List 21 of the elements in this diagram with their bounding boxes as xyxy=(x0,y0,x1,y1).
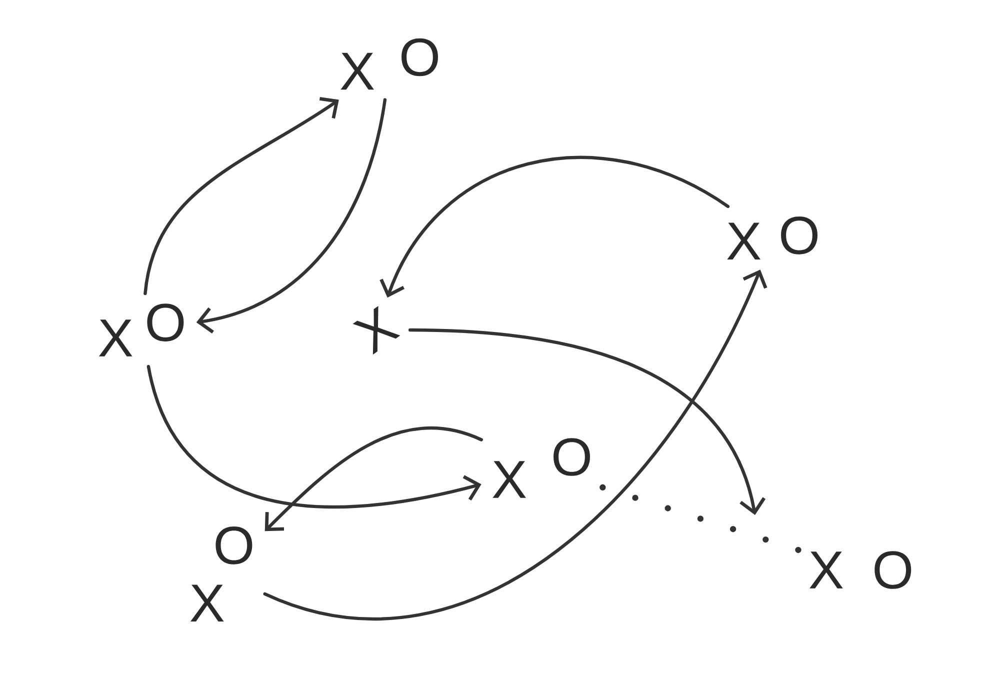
player-mark: X xyxy=(727,222,760,260)
player-mark: X xyxy=(190,584,224,622)
dotted-line xyxy=(600,484,802,554)
player-mark: O xyxy=(402,38,438,76)
player-mark: X xyxy=(352,306,400,355)
arrow xyxy=(146,364,482,509)
player-mark: O xyxy=(554,438,590,476)
arrow xyxy=(380,156,730,298)
player-mark: O xyxy=(216,526,252,564)
player-mark: X xyxy=(340,52,374,90)
arrow xyxy=(144,97,339,296)
player-mark: O xyxy=(874,551,912,589)
arrow xyxy=(408,328,766,515)
player-mark: O xyxy=(147,304,184,342)
player-mark: X xyxy=(98,320,132,356)
player-mark: X xyxy=(810,552,843,588)
player-mark: O xyxy=(781,216,818,254)
player-mark: X xyxy=(492,461,526,498)
arrow xyxy=(196,98,387,334)
arrow xyxy=(264,426,483,532)
arrow xyxy=(263,270,768,621)
